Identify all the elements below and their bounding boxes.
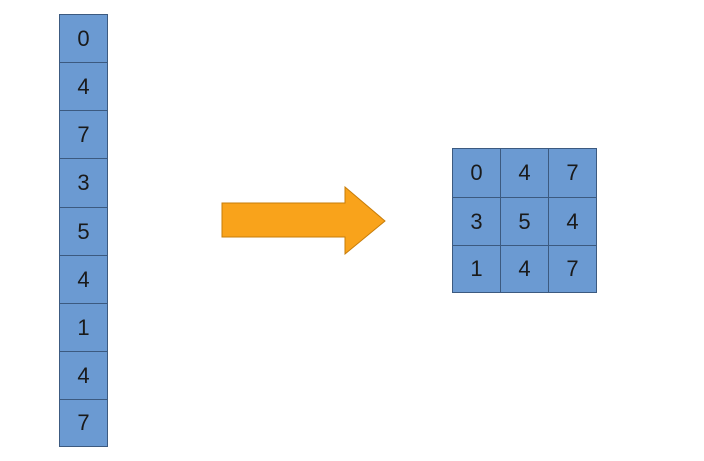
vector-cell-1: 4: [59, 62, 108, 111]
right-arrow-icon: [221, 186, 386, 256]
vector-cell-4: 5: [59, 207, 108, 256]
vector-cell-0: 0: [59, 14, 108, 63]
matrix-cell-2-2: 7: [548, 245, 597, 293]
matrix-cell-0-0: 0: [452, 148, 501, 198]
vector-cell-3: 3: [59, 158, 108, 208]
matrix-cell-0-2: 7: [548, 148, 597, 198]
matrix-cell-0-1: 4: [500, 148, 549, 198]
vector-cell-8: 7: [59, 399, 108, 447]
vector-cell-7: 4: [59, 351, 108, 400]
vector-cell-5: 4: [59, 255, 108, 304]
matrix-cell-1-0: 3: [452, 197, 501, 246]
matrix-cell-2-1: 4: [500, 245, 549, 293]
vector-cell-6: 1: [59, 303, 108, 352]
matrix-cell-2-0: 1: [452, 245, 501, 293]
matrix-cell-1-2: 4: [548, 197, 597, 246]
arrow-shape: [221, 186, 386, 256]
matrix-cell-1-1: 5: [500, 197, 549, 246]
vector-cell-2: 7: [59, 110, 108, 159]
